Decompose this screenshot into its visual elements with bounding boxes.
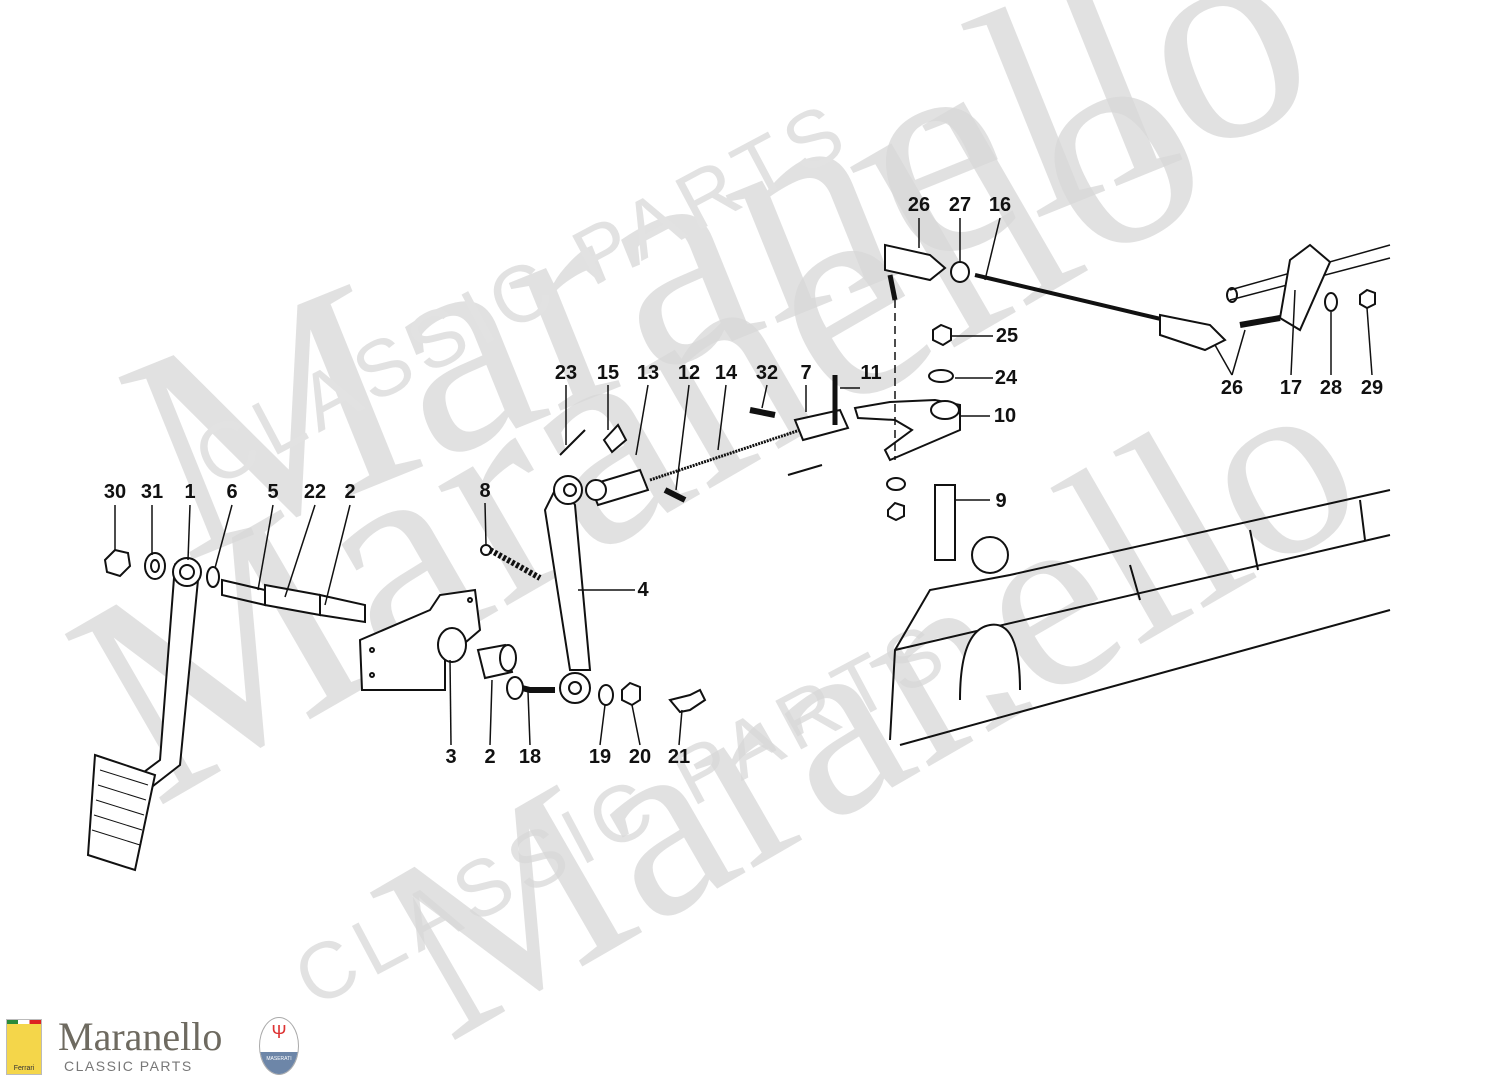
maserati-badge-text: MASERATI [266,1056,292,1062]
washer-nut-19-20-21 [598,681,707,714]
maserati-badge-icon: Ψ MASERATI [259,1017,299,1075]
callout-2b: 2 [484,746,496,768]
callout-15: 15 [596,362,620,384]
callout-26: 26 [907,194,931,216]
callout-5: 5 [267,481,279,503]
lever-10 [853,300,990,561]
callout-29: 29 [1360,377,1384,399]
callout-18: 18 [518,746,542,768]
callout-31: 31 [140,481,164,503]
callout-6: 6 [226,481,238,503]
callout-32: 32 [755,362,779,384]
logo-tagline: CLASSIC PARTS [64,1058,193,1074]
gearbox-housing [889,489,1391,746]
callout-3: 3 [445,746,457,768]
callout-20: 20 [628,746,652,768]
clevis-13-rod-14 [559,375,850,507]
pedal-part-1 [86,557,202,872]
callout-13: 13 [636,362,660,384]
callout-9: 9 [995,490,1007,512]
callout-21: 21 [667,746,691,768]
callout-11: 11 [860,362,882,384]
callout-26b: 26 [1220,377,1244,399]
callout-8: 8 [479,480,491,502]
callout-28: 28 [1319,377,1343,399]
lever-4 [543,475,635,704]
link-rod-16 [884,243,1391,352]
callout-2: 2 [344,481,356,503]
logo-name: Maranello [58,1014,223,1059]
callout-14: 14 [714,362,738,384]
bracket-3 [358,588,482,691]
callout-1: 1 [184,481,196,503]
callout-12: 12 [677,362,701,384]
shaft-parts-5-22-2 [206,566,366,624]
maranello-logo: Ferrari Maranello CLASSIC PARTS Ψ MASERA… [6,1015,306,1077]
callout-27: 27 [948,194,972,216]
callout-23: 23 [554,362,578,384]
callout-4: 4 [637,579,649,601]
ferrari-badge-text: Ferrari [13,1065,35,1072]
callout-16: 16 [988,194,1012,216]
leader-lines [114,217,1373,746]
nut-and-washer-30-31 [103,548,166,580]
bolt-18 [506,676,555,700]
spring-8 [480,544,542,581]
callout-19: 19 [588,746,612,768]
ferrari-badge-icon: Ferrari [6,1019,42,1075]
bush-2 [476,643,517,680]
callout-30: 30 [103,481,127,503]
callout-25: 25 [995,325,1019,347]
callout-24: 24 [994,367,1018,389]
callout-17: 17 [1279,377,1303,399]
callout-10: 10 [993,405,1017,427]
callout-22: 22 [303,481,327,503]
callout-7: 7 [800,362,812,384]
